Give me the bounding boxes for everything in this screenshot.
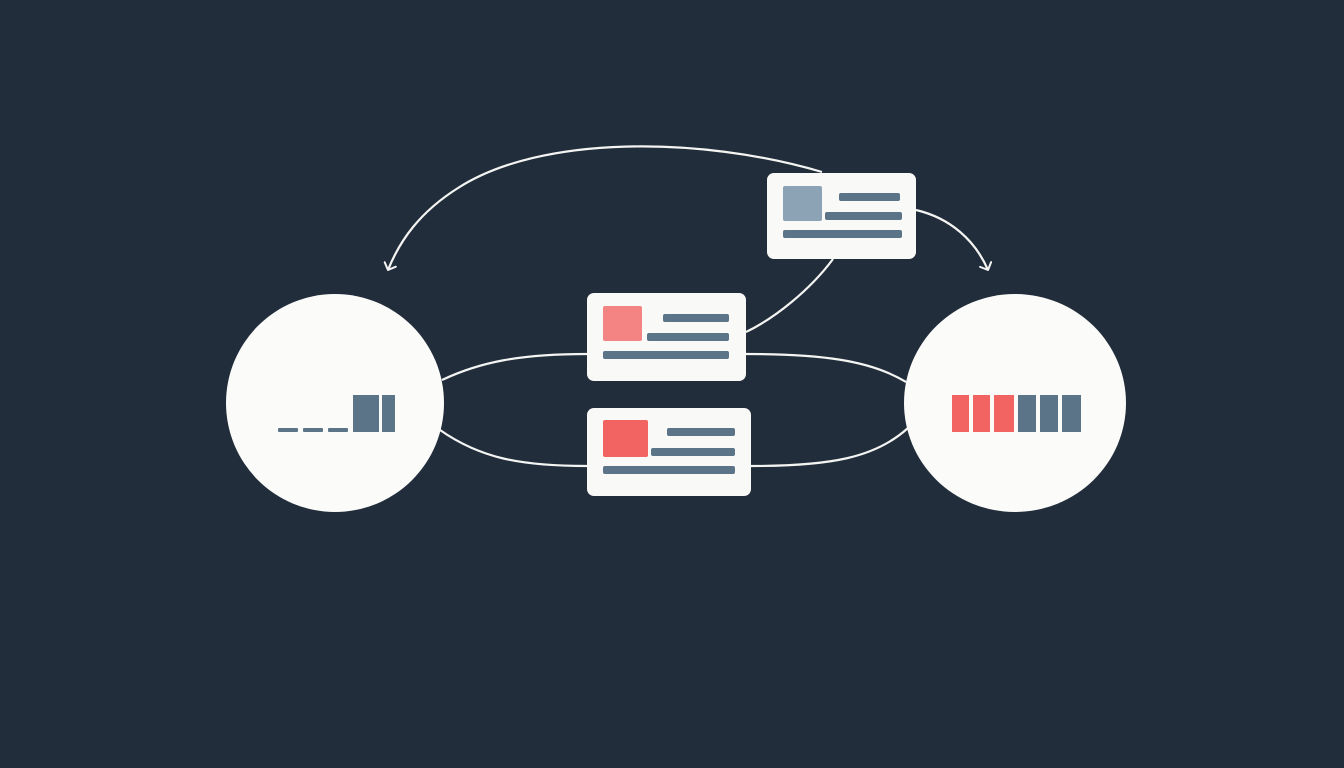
connector-left-node-to-mid-card [441,352,588,381]
card-text-line [603,351,729,359]
card-bottom [587,408,751,496]
connector-mid-card-to-right-node [745,352,907,383]
card-text-line [839,193,900,201]
card-text-line [783,230,902,238]
segmented-bar-icon [952,395,1081,432]
card-text-line [651,448,735,456]
connector-left-node-to-bot-card [439,429,588,468]
card-text-line [603,466,735,474]
card-thumbnail [783,186,822,221]
card-middle [587,293,746,381]
target-node [904,294,1126,512]
card-text-line [647,333,729,341]
connector-bot-card-to-right-node [750,427,909,468]
card-thumbnail [603,420,648,457]
source-node [226,294,444,512]
card-top [767,173,916,259]
dashes-and-bars-icon [278,395,395,432]
connector-top-card-to-mid-card [745,258,834,333]
card-text-line [663,314,729,322]
card-text-line [667,428,735,436]
card-text-line [825,212,902,220]
card-thumbnail [603,306,642,341]
arc-arrow-to-left-node [383,145,823,271]
arrow-to-right-node [915,208,993,271]
